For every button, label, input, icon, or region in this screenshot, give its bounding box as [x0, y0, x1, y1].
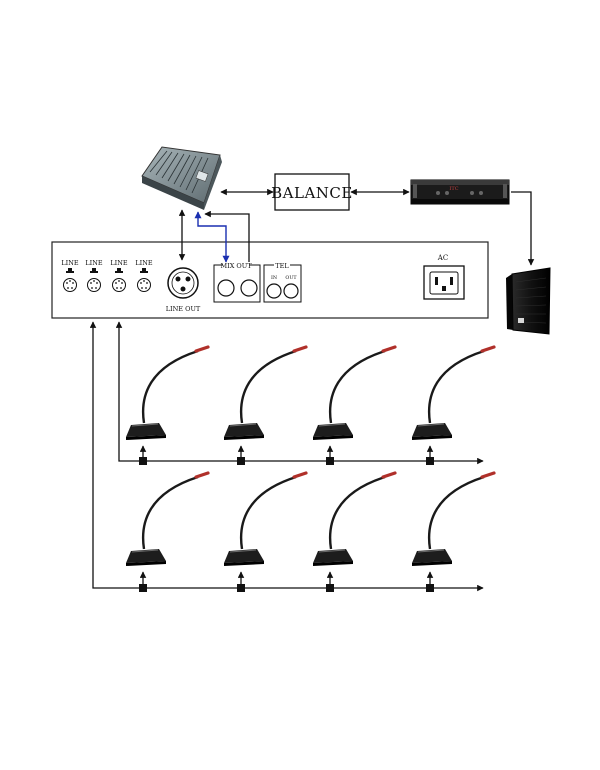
power-amplifier: ITC	[410, 179, 510, 205]
microphone-2	[224, 345, 308, 440]
tel-in-label: IN	[271, 275, 277, 281]
microphone-7	[313, 471, 397, 566]
ac-label: AC	[437, 254, 448, 262]
microphone-3	[313, 345, 397, 440]
line-jack-label-1: LINE	[61, 259, 79, 267]
tel-out-label: OUT	[285, 275, 297, 281]
mixer-console	[141, 146, 222, 210]
amplifier-badge: ITC	[449, 186, 458, 192]
ac-power-inlet: AC	[423, 254, 465, 300]
microphone-8	[412, 471, 496, 566]
microphone-6	[224, 471, 308, 566]
mixer-to-mixout-link	[194, 211, 230, 263]
line-input-jacks: LINE LINE LINE LINE	[61, 259, 153, 292]
balance-unit: BALANCE	[271, 173, 353, 211]
line-jack-label-3: LINE	[110, 259, 128, 267]
microphone-units	[126, 345, 496, 566]
line-jack-1	[63, 278, 77, 292]
mix-out-connectors: MIX OUT	[213, 262, 261, 303]
microphone-bus-lines	[89, 321, 484, 592]
balance-label: BALANCE	[271, 184, 353, 202]
tel-connectors: TEL IN OUT	[263, 262, 302, 303]
line-jack-4	[137, 278, 151, 292]
microphone-4	[412, 345, 496, 440]
line-jack-label-2: LINE	[85, 259, 103, 267]
line-jack-label-4: LINE	[135, 259, 153, 267]
tel-label: TEL	[275, 262, 289, 270]
line-jack-2	[87, 278, 101, 292]
microphone-1	[126, 345, 210, 440]
microphone-5	[126, 471, 210, 566]
line-out-xlr-connector: LINE OUT	[166, 267, 201, 313]
bus-connector-blocks	[139, 457, 434, 592]
line-out-label: LINE OUT	[166, 305, 201, 313]
mix-out-label: MIX OUT	[220, 262, 252, 270]
loudspeaker	[506, 267, 551, 335]
line-jack-3	[112, 278, 126, 292]
